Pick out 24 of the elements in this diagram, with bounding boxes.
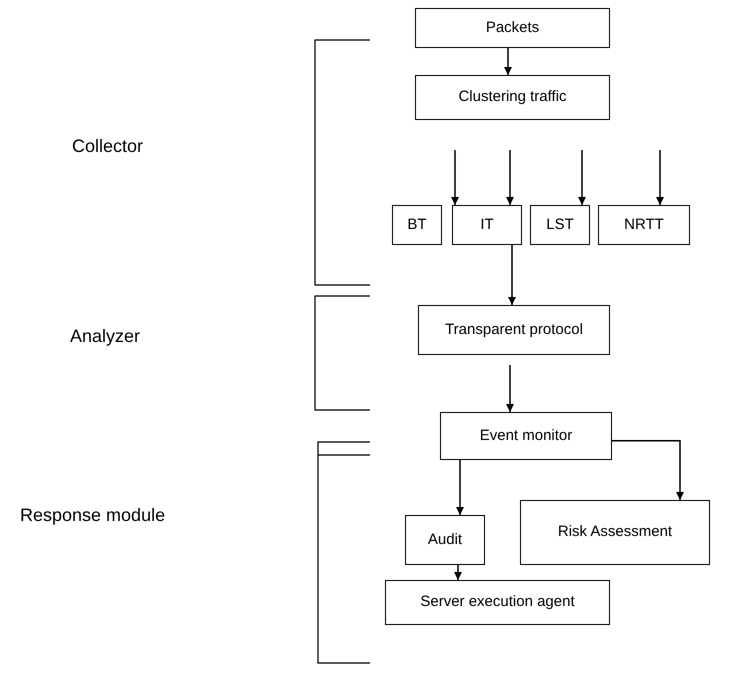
arrow	[656, 150, 664, 205]
process-box: Clustering traffic	[415, 75, 610, 120]
process-box: LST	[530, 205, 590, 245]
process-box: Packets	[415, 8, 610, 48]
process-box: Transparent protocol	[418, 305, 610, 355]
process-box: Server execution agent	[385, 580, 610, 625]
arrow	[451, 150, 459, 205]
arrow	[504, 48, 512, 75]
process-box: BT	[392, 205, 442, 245]
arrow	[454, 565, 462, 580]
arrow	[578, 150, 586, 205]
section-label: Analyzer	[70, 325, 140, 348]
arrow	[612, 440, 684, 500]
process-box: Risk Assessment	[520, 500, 710, 565]
section-label: Response module	[20, 504, 166, 527]
process-box: IT	[452, 205, 522, 245]
arrow	[456, 460, 464, 515]
process-box: NRTT	[598, 205, 690, 245]
arrow	[506, 150, 514, 205]
process-box: Event monitor	[440, 412, 612, 460]
process-box: Audit	[405, 515, 485, 565]
arrow	[508, 245, 516, 305]
arrow	[506, 365, 514, 412]
section-label: Collector	[72, 135, 144, 158]
